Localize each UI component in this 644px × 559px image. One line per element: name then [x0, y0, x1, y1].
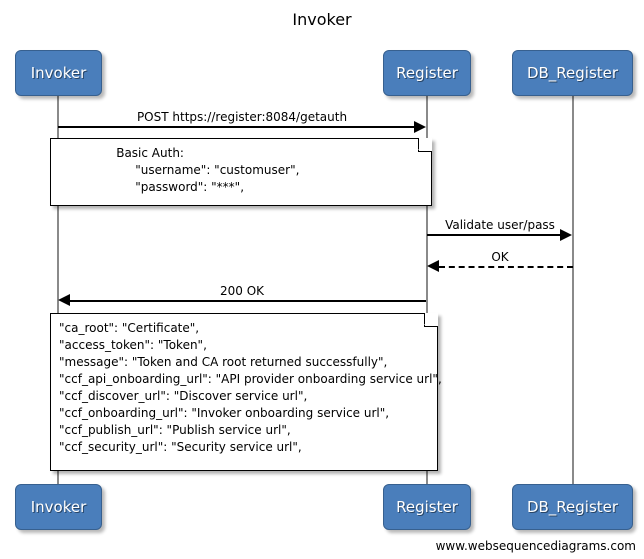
actor-box-register-top[interactable]: Register — [383, 50, 471, 96]
actor-label-db-register-bottom: DB_Register — [526, 498, 619, 516]
note-response-payload: "ca_root": "Certificate", "access_token"… — [50, 312, 442, 471]
note-line: "password": "***", — [59, 180, 245, 194]
lifeline-db-register — [572, 96, 574, 484]
lifeline-invoker — [57, 96, 59, 484]
arrowhead-right-post-getauth — [414, 121, 426, 133]
note-basic-auth: Basic Auth: "username": "customuser", "p… — [50, 137, 432, 206]
note-line: "message": "Token and CA root returned s… — [59, 355, 388, 369]
note-line: "ccf_security_url": "Security service ur… — [59, 440, 302, 454]
actor-box-register-bottom[interactable]: Register — [383, 484, 471, 530]
actor-box-invoker-top[interactable]: Invoker — [15, 50, 102, 96]
message-line-post-getauth — [58, 126, 416, 128]
actor-label-db-register-top: DB_Register — [526, 64, 619, 82]
message-line-validate-user-pass — [427, 234, 561, 236]
note-line: "ccf_discover_url": "Discover service ur… — [59, 389, 308, 403]
message-label-200-ok: 200 OK — [219, 284, 265, 298]
note-line: "ca_root": "Certificate", — [59, 321, 200, 335]
actor-label-invoker-bottom: Invoker — [30, 498, 87, 516]
actor-label-invoker-top: Invoker — [30, 64, 87, 82]
arrowhead-right-validate-user-pass — [560, 229, 572, 241]
message-label-validate-user-pass: Validate user/pass — [445, 218, 555, 232]
message-line-ok — [439, 266, 573, 268]
message-label-post-getauth: POST https://register:8084/getauth — [136, 110, 348, 124]
actor-box-db-register-top[interactable]: DB_Register — [512, 50, 633, 96]
message-line-200-ok — [70, 300, 426, 302]
actor-box-invoker-bottom[interactable]: Invoker — [15, 484, 102, 530]
page-title: Invoker — [292, 10, 352, 29]
footer-attribution: www.websequencediagrams.com — [435, 539, 636, 553]
actor-box-db-register-bottom[interactable]: DB_Register — [512, 484, 633, 530]
lifeline-register — [426, 96, 428, 484]
actor-label-register-top: Register — [396, 64, 458, 82]
note-line: Basic Auth: — [59, 146, 184, 160]
note-line: "ccf_publish_url": "Publish service url"… — [59, 423, 291, 437]
actor-label-register-bottom: Register — [396, 498, 458, 516]
note-fold-corner-icon — [418, 137, 432, 152]
note-line: "ccf_api_onboarding_url": "API provider … — [59, 372, 442, 386]
arrowhead-left-ok — [427, 260, 439, 272]
note-line: "ccf_onboarding_url": "Invoker onboardin… — [59, 406, 390, 420]
arrowhead-left-200-ok — [58, 294, 70, 306]
note-line: "username": "customuser", — [59, 163, 300, 177]
message-label-ok: OK — [491, 250, 509, 264]
note-fold-corner-icon — [424, 312, 438, 327]
note-line: "access_token": "Token", — [59, 338, 207, 352]
